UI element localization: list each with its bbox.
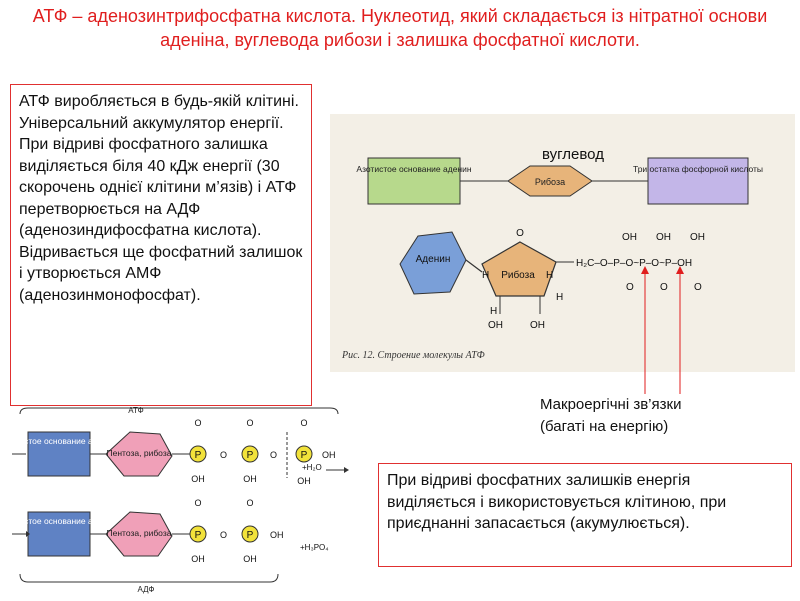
p-4: P — [195, 530, 202, 541]
atp-structure-photo: Азотистое основание аденин Рибоза Три ос… — [330, 114, 795, 372]
o-top-3: O — [300, 418, 307, 428]
atp-label: АТФ — [128, 406, 143, 415]
ring-oxygen: O — [516, 228, 524, 239]
base-text-1: Азотистое основание аденин — [8, 436, 117, 446]
o-top-1: O — [194, 418, 201, 428]
atp-adp-scheme: АТФ Азотистое основание аденин Пентоза, … — [1, 404, 353, 596]
box-ribose-text: Рибоза — [535, 177, 565, 187]
energy-release-box: При відриві фосфатних залишків енергія в… — [378, 463, 792, 567]
ribose-label: Рибоза — [501, 269, 535, 281]
oh-end-1: OH — [322, 450, 336, 460]
box-phosphate-text: Три остатка фосфорной кислоты — [633, 164, 763, 174]
photo-caption: Рис. 12. Строение молекулы АТФ — [341, 350, 485, 361]
macroergic-bonds-annotation: Макроергічні зв’язки (багаті на енергію) — [540, 396, 682, 435]
carbohydrate-annotation: вуглевод — [542, 146, 604, 163]
o-top-4: O — [194, 498, 201, 508]
adp-label: АДФ — [138, 585, 155, 594]
pentose-text-1: Пентоза, рибоза — [107, 448, 172, 458]
adenine-label: Аденин — [416, 254, 451, 265]
h-label-2: H — [546, 270, 553, 281]
oh-top-1: OH — [622, 232, 637, 243]
oh-bot-1: OH — [191, 474, 205, 484]
h-label-4: H — [556, 292, 563, 303]
p-5: P — [247, 530, 254, 541]
o-link-2: O — [270, 450, 277, 460]
h-label-3: H — [490, 306, 497, 317]
oh-bot-3: OH — [297, 476, 311, 486]
oh-label-1: OH — [488, 320, 503, 331]
atp-adp-scheme-svg: АТФ Азотистое основание аденин Пентоза, … — [1, 406, 349, 594]
o-bottom-3: O — [694, 282, 702, 293]
oh-top-2: OH — [656, 232, 671, 243]
o-top-2: O — [246, 418, 253, 428]
plus-phosphoric: +H₃PO₄ — [300, 543, 329, 552]
pentose-text-2: Пентоза, рибоза — [107, 528, 172, 538]
h-label-1: H — [482, 270, 489, 281]
phosphate-chain: H₂C–O–P–O~P–O~P–OH — [576, 258, 692, 269]
o-bottom-2: O — [660, 282, 668, 293]
o-link-3: O — [220, 530, 227, 540]
oh-label-2: OH — [530, 320, 545, 331]
o-bottom-1: O — [626, 282, 634, 293]
p-3: P — [301, 450, 308, 461]
p-2: P — [247, 450, 254, 461]
oh-end-2: OH — [270, 530, 284, 540]
box-adenine-text: Азотистое основание аденин — [356, 164, 471, 174]
page-title: АТФ – аденозинтрифосфатна кислота. Нукле… — [32, 6, 768, 50]
plus-water: +H₂O — [302, 463, 322, 472]
atp-description-box: АТФ виробляється в будь-якій клітині. Ун… — [10, 84, 312, 406]
base-text-2: Азотистое основание аденин — [8, 516, 117, 526]
p-1: P — [195, 450, 202, 461]
oh-bot-5: OH — [243, 554, 257, 564]
oh-bot-2: OH — [243, 474, 257, 484]
o-top-5: O — [246, 498, 253, 508]
oh-top-3: OH — [690, 232, 705, 243]
oh-bot-4: OH — [191, 554, 205, 564]
atp-structure-figure: Азотистое основание аденин Рибоза Три ос… — [330, 114, 795, 372]
o-link-1: O — [220, 450, 227, 460]
